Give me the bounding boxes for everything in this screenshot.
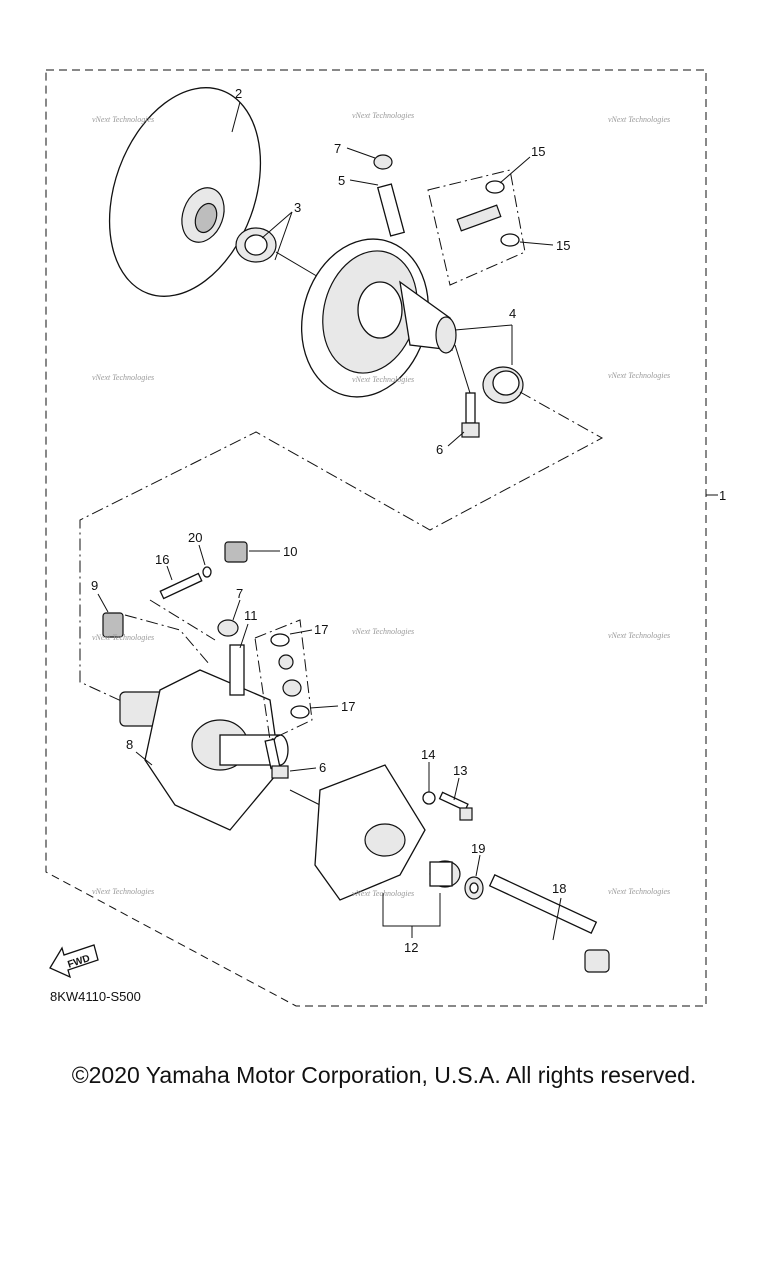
watermark: vNext Technologies xyxy=(352,111,414,120)
part-13-bolt xyxy=(438,791,473,821)
parts-diagram: 1 2 3 4 5 6 6 7 7 8 9 10 xyxy=(45,69,726,1007)
callout-6-upper-label: 6 xyxy=(436,442,443,457)
callout-10: 10 xyxy=(249,544,297,559)
shaft-guide-line xyxy=(149,599,216,641)
callout-20: 20 xyxy=(188,530,206,566)
callout-14: 14 xyxy=(421,747,435,792)
callout-12: 12 xyxy=(404,940,418,955)
part-12-bushing xyxy=(382,860,461,938)
watermark: vNext Technologies xyxy=(92,115,154,124)
callout-18-label: 18 xyxy=(552,881,566,896)
callout-11-label: 11 xyxy=(244,608,258,623)
callout-15-upper: 15 xyxy=(499,144,545,184)
part-cover-plate xyxy=(314,764,426,901)
callout-20-label: 20 xyxy=(188,530,202,545)
callout-14-label: 14 xyxy=(421,747,435,762)
watermark: vNext Technologies xyxy=(352,375,414,384)
callout-17-lower-label: 17 xyxy=(341,699,355,714)
callout-15-lower-label: 15 xyxy=(556,238,570,253)
watermark: vNext Technologies xyxy=(92,887,154,896)
callout-19-label: 19 xyxy=(471,841,485,856)
callout-17-upper-label: 17 xyxy=(314,622,328,637)
callout-9-label: 9 xyxy=(91,578,98,593)
part-9-block xyxy=(102,612,211,666)
copyright-text: ©2020 Yamaha Motor Corporation, U.S.A. A… xyxy=(71,1062,697,1088)
callout-4-label: 4 xyxy=(509,306,516,321)
callout-3: 3 xyxy=(261,200,301,261)
watermark: vNext Technologies xyxy=(92,373,154,382)
fwd-arrow-icon: FWD xyxy=(49,944,99,979)
watermark: vNext Technologies xyxy=(92,633,154,642)
callout-7-lower-label: 7 xyxy=(236,586,243,601)
connection-line xyxy=(79,391,604,706)
part-housing xyxy=(300,238,457,398)
callout-8-label: 8 xyxy=(126,737,133,752)
callout-9: 9 xyxy=(91,578,109,613)
callout-13-label: 13 xyxy=(453,763,467,778)
part-16-shaft xyxy=(159,572,203,600)
callout-18: 18 xyxy=(552,881,566,941)
callout-10-label: 10 xyxy=(283,544,297,559)
part-2-sheave xyxy=(108,87,262,297)
part-6-bolt-lower xyxy=(264,738,341,816)
callout-2: 2 xyxy=(231,86,242,133)
part-5-pin xyxy=(376,183,406,237)
part-code: 8KW4110-S500 xyxy=(50,989,141,1004)
callout-11: 11 xyxy=(239,608,258,649)
callout-5: 5 xyxy=(338,173,379,188)
callout-8: 8 xyxy=(126,737,153,766)
callout-1: 1 xyxy=(706,488,726,503)
part-18-bolt xyxy=(488,874,610,973)
callout-6-lower-label: 6 xyxy=(319,760,326,775)
callout-7-lower: 7 xyxy=(232,586,243,621)
part-17-rollers xyxy=(254,619,313,741)
callout-2-label: 2 xyxy=(235,86,242,101)
watermark: vNext Technologies xyxy=(352,627,414,636)
part-8-spider xyxy=(119,669,289,831)
part-20-ring xyxy=(202,566,212,578)
part-15-arm xyxy=(427,169,526,286)
watermark: vNext Technologies xyxy=(608,887,670,896)
callout-6-lower: 6 xyxy=(289,760,326,775)
part-11-pin xyxy=(229,644,245,696)
callout-19: 19 xyxy=(471,841,485,877)
callout-7-upper-label: 7 xyxy=(334,141,341,156)
callout-16: 16 xyxy=(155,552,173,581)
callout-17-lower: 17 xyxy=(309,699,355,714)
callout-3-label: 3 xyxy=(294,200,301,215)
callout-5-label: 5 xyxy=(338,173,345,188)
part-19-washer xyxy=(464,876,484,900)
part-6-bolt-upper xyxy=(454,344,480,438)
watermark: vNext Technologies xyxy=(608,631,670,640)
callout-12-label: 12 xyxy=(404,940,418,955)
watermark: vNext Technologies xyxy=(608,371,670,380)
watermark: vNext Technologies xyxy=(608,115,670,124)
callout-15-upper-label: 15 xyxy=(531,144,545,159)
part-10-block xyxy=(224,541,248,563)
assembly-border xyxy=(45,69,707,1007)
part-14-washer xyxy=(422,791,436,805)
callout-7-upper: 7 xyxy=(334,141,376,159)
callout-15-lower: 15 xyxy=(519,238,570,253)
part-3-collet xyxy=(235,227,321,279)
part-7-nut-lower xyxy=(217,619,239,637)
callout-1-label: 1 xyxy=(719,488,726,503)
callout-17-upper: 17 xyxy=(289,622,328,637)
watermark: vNext Technologies xyxy=(352,889,414,898)
part-7-nut-upper xyxy=(373,154,393,170)
callout-13: 13 xyxy=(453,763,467,801)
part-4-bushing xyxy=(454,324,524,404)
callout-4: 4 xyxy=(509,306,516,321)
callout-16-label: 16 xyxy=(155,552,169,567)
callout-6-upper: 6 xyxy=(436,431,465,457)
